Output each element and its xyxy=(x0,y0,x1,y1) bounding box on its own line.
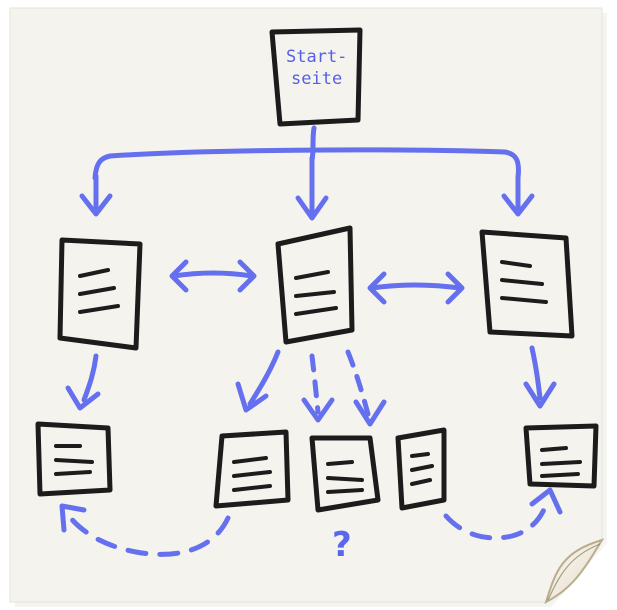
start-label-line2: seite xyxy=(291,69,342,89)
bidirectional-arrow xyxy=(367,271,465,305)
arrow-icon xyxy=(353,399,387,427)
page-icon xyxy=(213,429,291,509)
page-icon xyxy=(479,229,575,339)
arrow-icon xyxy=(501,193,535,217)
arrow-icon xyxy=(295,195,329,221)
question-mark: ? xyxy=(332,525,352,565)
page-icon xyxy=(395,427,447,511)
start-page-node: Start- seite xyxy=(269,27,363,127)
page-icon xyxy=(523,423,599,489)
page-icon xyxy=(309,435,381,513)
arrow-icon xyxy=(79,193,113,217)
dashed-arrow-icon xyxy=(59,503,231,557)
page-curl-icon xyxy=(544,538,605,604)
dashed-arrow-icon xyxy=(443,487,563,541)
arrow-icon xyxy=(65,385,101,411)
branch-arrows xyxy=(79,125,535,221)
page-icon xyxy=(35,421,113,497)
arrow-icon xyxy=(235,381,269,413)
arrow-icon xyxy=(301,397,335,423)
page-icon xyxy=(275,225,355,345)
page-icon xyxy=(57,237,143,351)
arrow-icon xyxy=(523,381,557,409)
level3-arrows xyxy=(65,345,557,427)
start-label-line1: Start- xyxy=(286,47,347,67)
bidirectional-arrow xyxy=(169,259,257,293)
